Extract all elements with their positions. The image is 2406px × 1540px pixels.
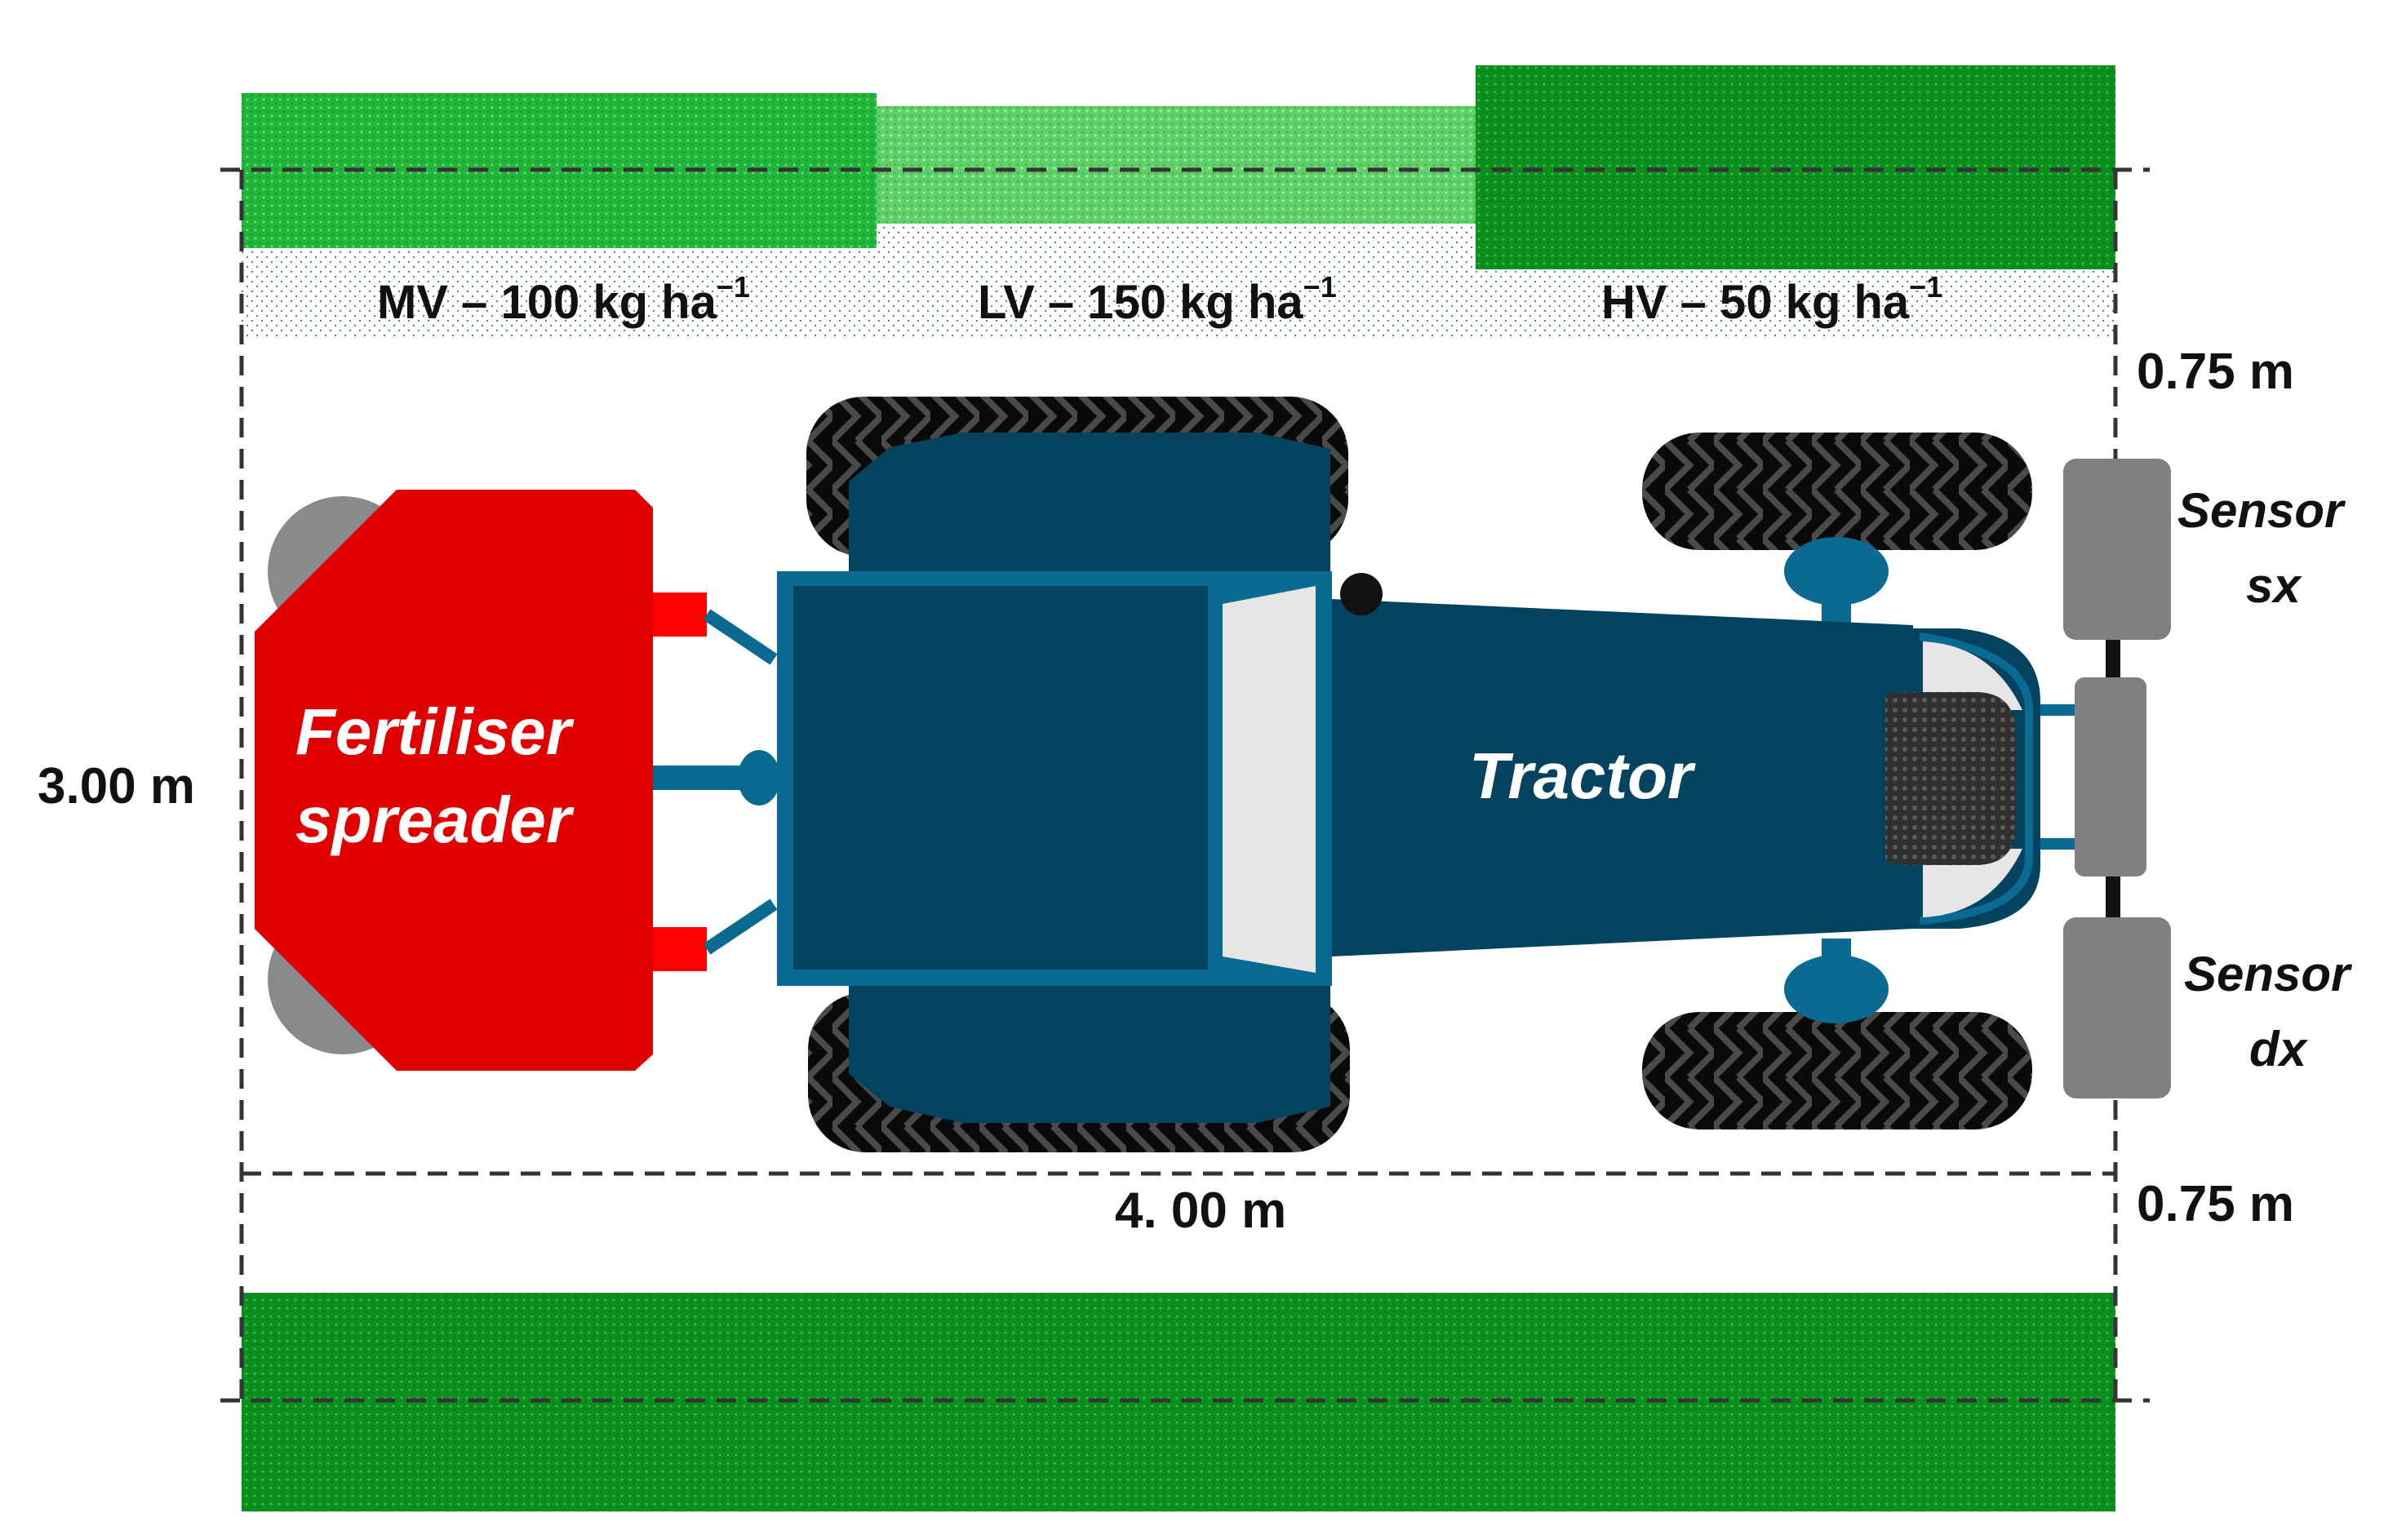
dimension-width-label: 3.00 m — [38, 758, 195, 814]
tractor-windscreen — [1223, 586, 1316, 973]
sensor-mount — [2040, 637, 2146, 947]
tractor-nose-trim — [1919, 632, 2033, 925]
crop-strip-high-vigour — [1476, 65, 2115, 269]
tractor-label: Tractor — [1469, 739, 1696, 812]
tractor-exhaust — [1340, 573, 1383, 615]
zone-label-lv: LV – 150 kg ha−1 — [978, 270, 1337, 329]
front-tyre-left — [1642, 433, 2032, 550]
sensor-sx-label-line1: Sensor — [2177, 483, 2346, 538]
dimension-top-margin-label: 0.75 m — [2137, 344, 2294, 400]
spreader-label-line2: spreader — [295, 783, 575, 856]
zone-band-hv — [1476, 269, 2115, 340]
sensor-mount-bracket — [2075, 677, 2146, 877]
spreader-label-line1: Fertiliser — [295, 695, 575, 768]
sensor-sx — [2063, 459, 2171, 640]
three-point-linkage — [653, 609, 780, 955]
dimension-length-label: 4. 00 m — [1115, 1183, 1286, 1239]
tractor: Tractor — [777, 433, 2040, 1123]
sensor-sx-label-line2: sx — [2246, 558, 2302, 613]
sensor-dx-label-line1: Sensor — [2184, 947, 2353, 1001]
zone-band-mv — [242, 248, 877, 340]
sensor-dx — [2063, 917, 2171, 1098]
zone-label-mv: MV – 100 kg ha−1 — [377, 270, 750, 329]
tractor-cab-roof — [793, 586, 1208, 970]
tractor-headlight-bottom — [1923, 849, 2022, 917]
front-axle-hubs — [1784, 537, 1889, 1023]
front-tyre-right — [1642, 1012, 2032, 1129]
tractor-grille — [1885, 692, 2016, 865]
spreader-hitch-bottom — [653, 927, 707, 971]
zone-band-lv — [877, 224, 1476, 340]
zone-label-hv: HV – 50 kg ha−1 — [1601, 270, 1942, 329]
sensor-dx-label-line2: dx — [2249, 1022, 2309, 1076]
tractor-bonnet — [1332, 599, 1913, 956]
spreader-hitch-top — [653, 592, 707, 637]
dimension-bottom-margin-label: 0.75 m — [2137, 1176, 2294, 1232]
spreader-hopper — [255, 490, 653, 1071]
tractor-fender-bottom — [849, 984, 1330, 1123]
tractor-fender-top — [849, 433, 1330, 571]
fertiliser-spreader: Fertiliser spreader — [255, 490, 707, 1071]
crop-strip-low-vigour — [877, 106, 1476, 224]
